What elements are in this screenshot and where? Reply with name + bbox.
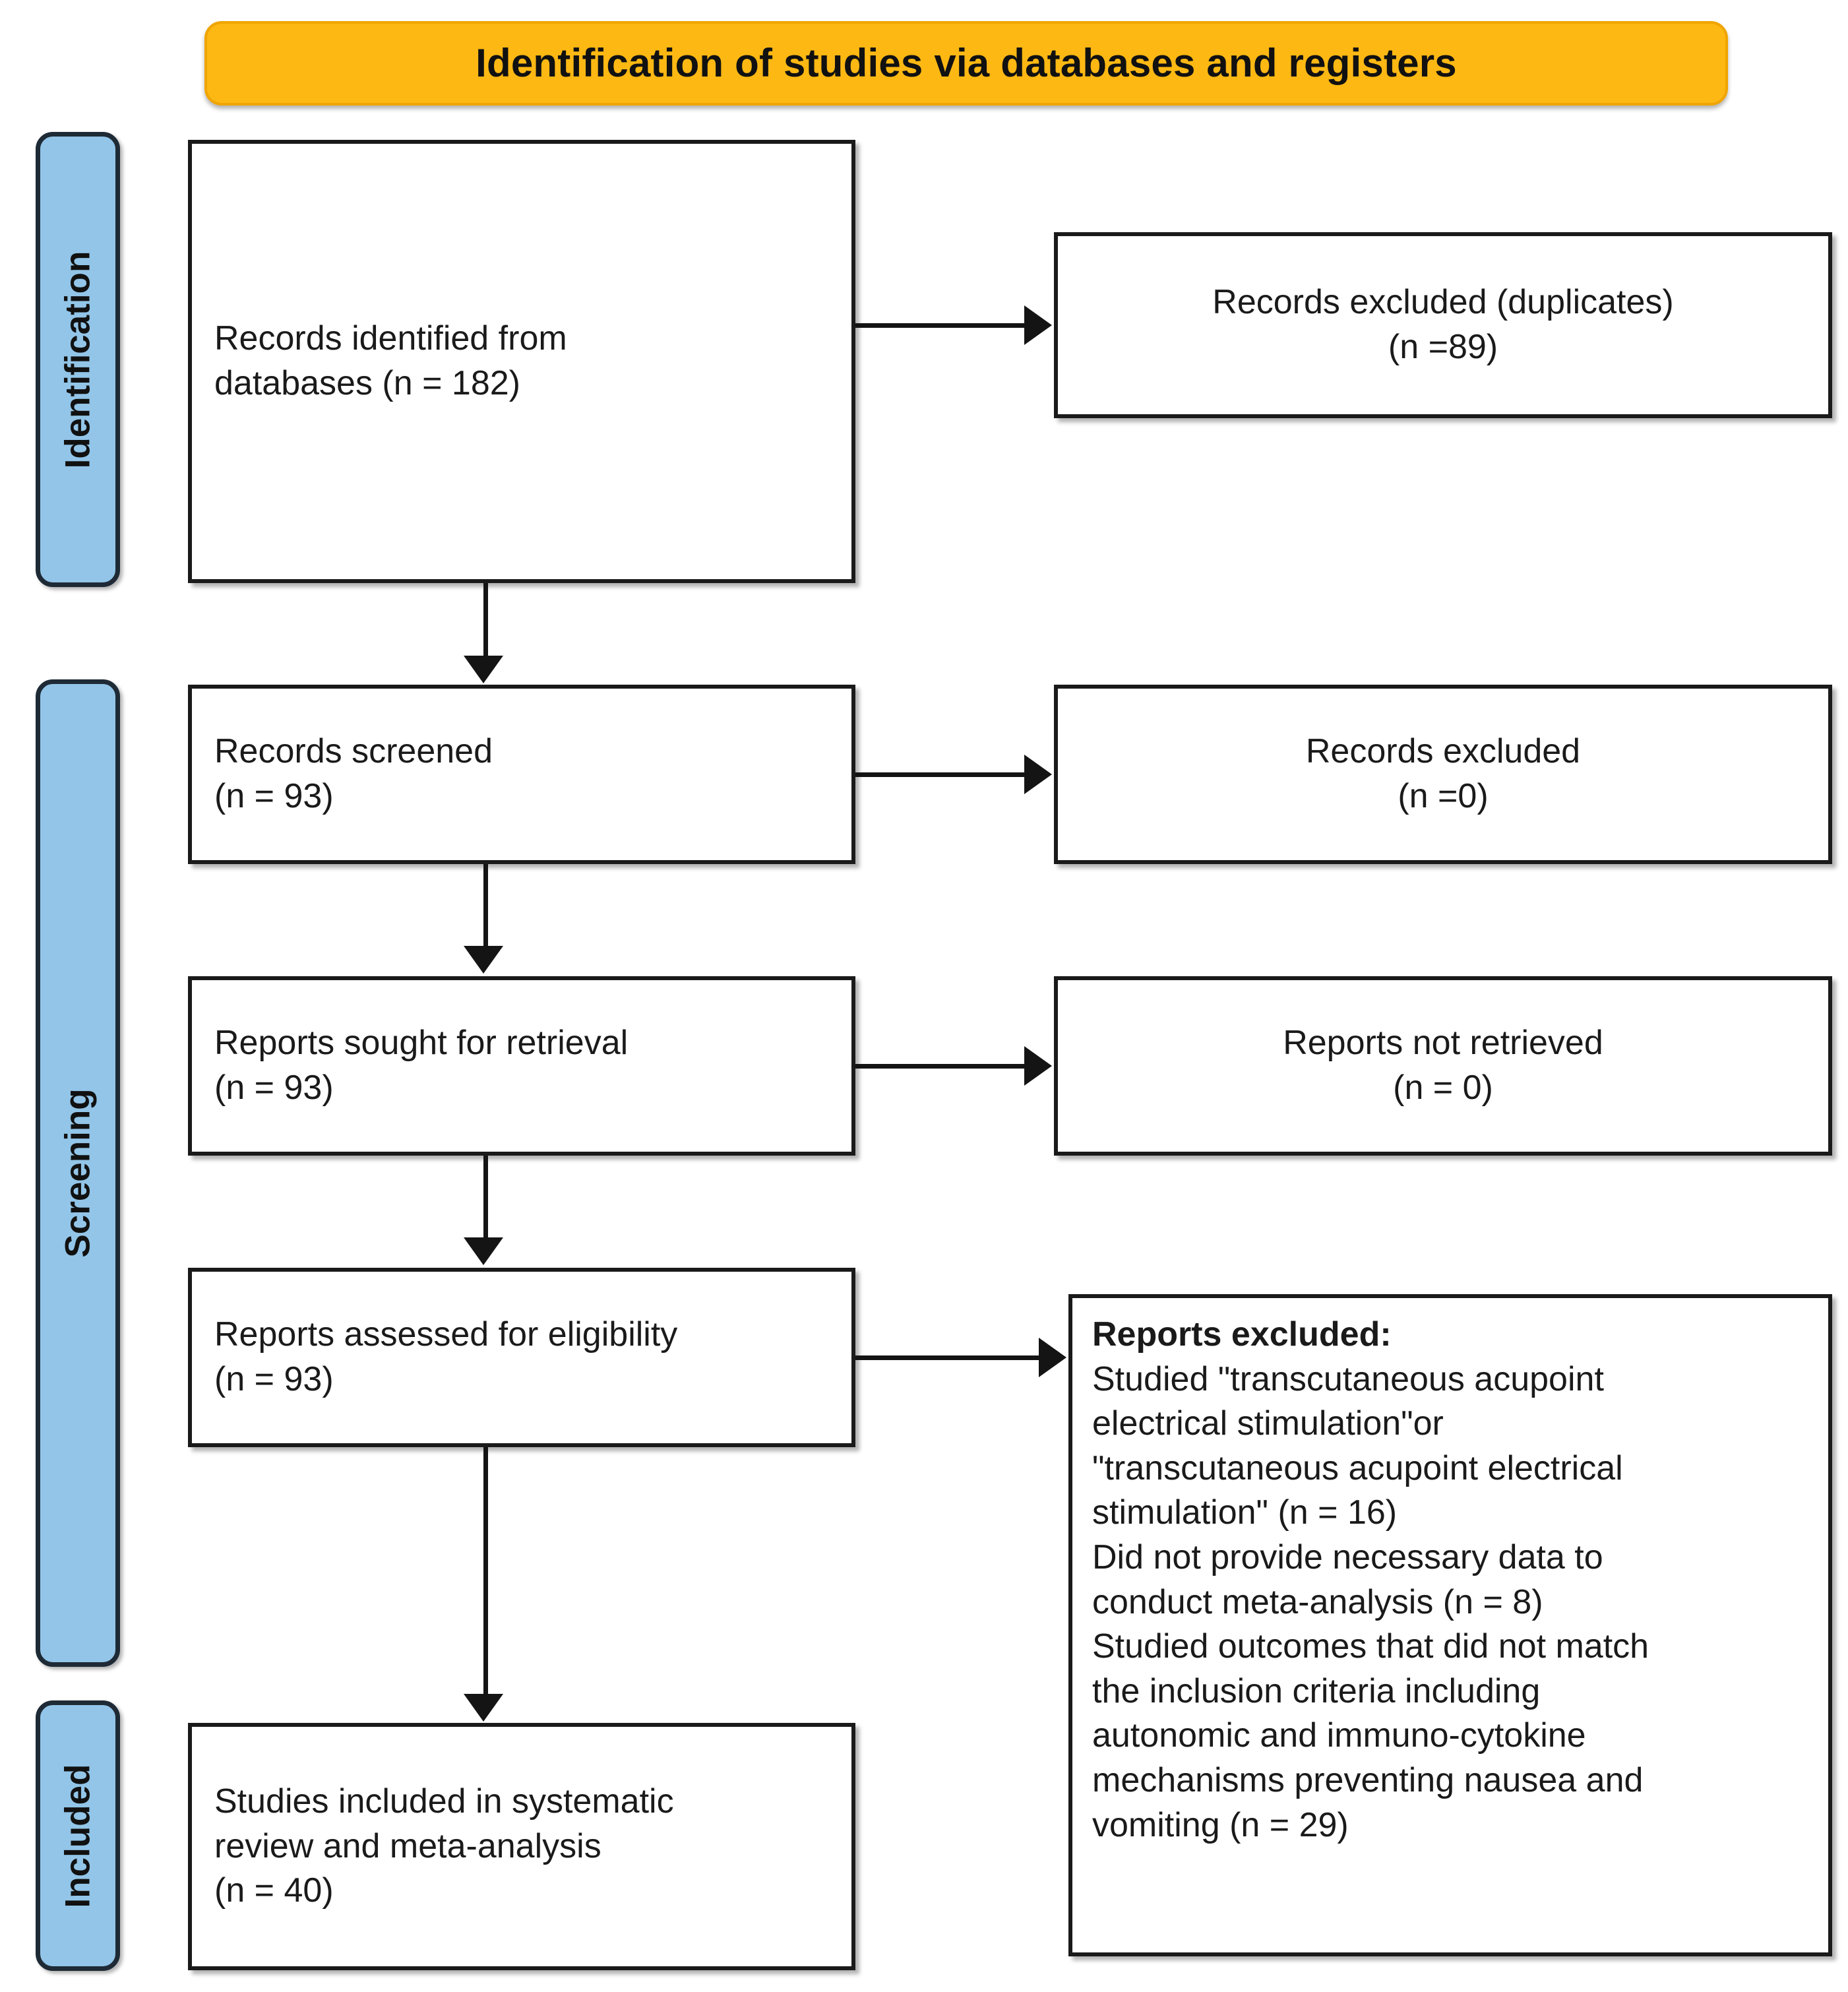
connector-screened-to-excluded: [855, 772, 1026, 777]
box-reports-sought: Reports sought for retrieval (n = 93): [188, 976, 855, 1156]
box-reports-sought-text: Reports sought for retrieval (n = 93): [214, 1024, 629, 1107]
arrow-right-icon: [1024, 1046, 1052, 1086]
box-records-excluded: Records excluded (n =0): [1054, 685, 1832, 864]
box-reports-excluded-body: Studied "transcutaneous acupoint electri…: [1092, 1359, 1649, 1844]
stage-label-included-text: Included: [58, 1764, 98, 1908]
arrow-down-icon: [464, 1694, 503, 1722]
arrow-right-icon: [1039, 1338, 1066, 1377]
box-records-screened-text: Records screened (n = 93): [214, 732, 493, 815]
arrow-right-icon: [1024, 755, 1052, 794]
box-records-excluded-text: Records excluded (n =0): [1305, 732, 1581, 815]
box-studies-included: Studies included in systematic review an…: [188, 1723, 855, 1970]
box-records-excluded-duplicates: Records excluded (duplicates) (n =89): [1054, 232, 1832, 418]
box-studies-included-text: Studies included in systematic review an…: [214, 1782, 674, 1910]
arrow-right-icon: [1024, 305, 1052, 345]
connector-identified-to-excluded-duplicates: [855, 323, 1026, 328]
box-records-identified-text: Records identified from databases (n = 1…: [214, 319, 567, 402]
arrow-down-icon: [464, 656, 503, 683]
box-reports-excluded-title: Reports excluded:: [1092, 1315, 1392, 1354]
box-records-identified: Records identified from databases (n = 1…: [188, 140, 855, 583]
connector-assessed-to-included: [483, 1447, 488, 1695]
stage-label-identification-text: Identification: [58, 251, 98, 468]
box-records-excluded-duplicates-text: Records excluded (duplicates) (n =89): [1212, 283, 1674, 366]
box-reports-assessed: Reports assessed for eligibility (n = 93…: [188, 1268, 855, 1447]
stage-label-identification: Identification: [36, 132, 120, 587]
connector-screened-to-sought: [483, 864, 488, 947]
connector-assessed-to-excluded-reasons: [855, 1355, 1040, 1360]
diagram-title: Identification of studies via databases …: [476, 41, 1457, 85]
arrow-down-icon: [464, 1237, 503, 1265]
box-reports-not-retrieved: Reports not retrieved (n = 0): [1054, 976, 1832, 1156]
connector-sought-to-not-retrieved: [855, 1064, 1026, 1069]
connector-identified-to-screened: [483, 583, 488, 657]
diagram-title-banner: Identification of studies via databases …: [204, 21, 1728, 106]
box-reports-assessed-text: Reports assessed for eligibility (n = 93…: [214, 1315, 678, 1398]
arrow-down-icon: [464, 946, 503, 974]
stage-label-screening-text: Screening: [58, 1088, 98, 1258]
connector-sought-to-assessed: [483, 1156, 488, 1239]
stage-label-screening: Screening: [36, 679, 120, 1667]
box-reports-excluded-reasons: Reports excluded: Studied "transcutaneou…: [1068, 1294, 1832, 1956]
box-reports-not-retrieved-text: Reports not retrieved (n = 0): [1283, 1024, 1603, 1107]
box-records-screened: Records screened (n = 93): [188, 685, 855, 864]
stage-label-included: Included: [36, 1700, 120, 1971]
